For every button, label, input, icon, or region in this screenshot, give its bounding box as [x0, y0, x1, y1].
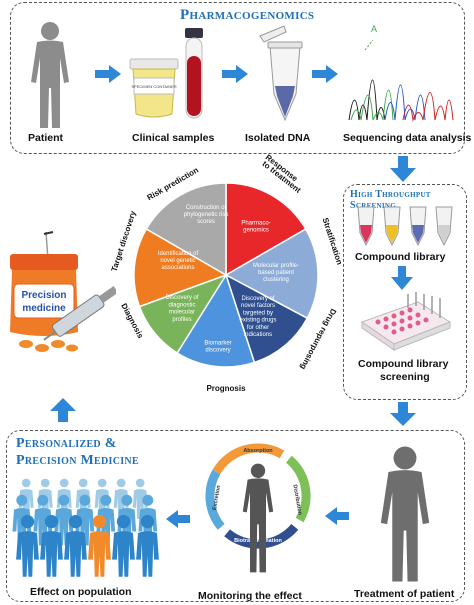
- treated-patient-silhouette: [380, 446, 430, 582]
- personalized-title-line1: Personalized &: [16, 436, 117, 451]
- adme-arc: [212, 443, 285, 475]
- population-crowd-image: [12, 478, 159, 577]
- effect-on-population-label: Effect on population: [30, 586, 132, 598]
- wheel-sector-text: phylogenetic risk: [184, 212, 230, 218]
- arrow-left-icon: [325, 507, 349, 525]
- step-sequencing: Sequencing data analysis: [343, 132, 472, 144]
- wheel-sector-text: genomics: [243, 228, 269, 234]
- person-figure: [136, 514, 159, 577]
- step-clinical-samples: Clinical samples: [132, 132, 215, 144]
- precision-medicine-image: Precision medicine: [10, 231, 116, 352]
- person-figure: [54, 494, 74, 546]
- wheel-sector-text: Discovery of: [241, 296, 274, 302]
- precision-label-line1: Precision: [21, 290, 66, 301]
- monitored-person: [242, 463, 274, 573]
- compound-tubes-image: [357, 206, 453, 247]
- wheel-sector-text: Molecular profile-: [253, 263, 299, 269]
- pharmacogenomics-box: [10, 2, 465, 154]
- wheel-sector-text: clustering: [263, 277, 289, 283]
- wheel-sector-text: Identification of: [158, 251, 199, 257]
- clinical-samples-image: SPECIMEN CONTAINER: [129, 28, 203, 119]
- personalized-title-line2: Precision Medicine: [16, 453, 139, 468]
- wheel-sector-text: novel genetic: [160, 258, 195, 264]
- arrow-right-icon: [222, 65, 248, 83]
- precision-label-line2: medicine: [22, 303, 66, 314]
- adme-label: Distribution: [291, 484, 302, 516]
- wheel-sector-text: Pharmaco-: [241, 220, 270, 226]
- wheel-sector-text: scores: [197, 219, 215, 225]
- seq-letter: A: [371, 24, 377, 34]
- dna-tube-image: [259, 25, 303, 122]
- wheel-sector-text: Discovery of: [165, 295, 198, 301]
- wheel-sector-repurposing: [224, 273, 309, 364]
- label-stratification: Stratification: [321, 217, 345, 266]
- adme-arc: [285, 455, 311, 523]
- hts-box: [343, 184, 467, 400]
- wheel-sector-biomarker: [176, 273, 256, 368]
- wheel-sector-genetic: [133, 227, 228, 308]
- adme-arc: [205, 469, 225, 530]
- wheel-sector-text: associations: [161, 265, 194, 271]
- well-plate-image: [360, 292, 452, 351]
- wheel-sector-pharmacogenomics: [225, 182, 307, 277]
- person-figure: [12, 494, 32, 546]
- wheel-sector-text: discovery: [205, 348, 230, 354]
- wheel-sector-text: molecular: [169, 310, 195, 316]
- monitoring-label: Monitoring the effect: [198, 590, 302, 602]
- treatment-label: Treatment of patient: [354, 588, 455, 600]
- wheel-sector-phylogenetic: [145, 182, 227, 277]
- wheel-sector-text: Biomarker: [204, 340, 231, 346]
- wheel-sector-text: novel factors: [241, 303, 275, 309]
- personalized-box: [6, 430, 465, 602]
- adme-label: Excretion: [212, 484, 222, 510]
- wheel-sector-text: indications: [244, 332, 272, 338]
- step-patient: Patient: [28, 132, 64, 144]
- person-figure: [64, 514, 87, 577]
- chromatogram-image: A: [348, 24, 454, 122]
- pharmacogenomics-title: Pharmacogenomics: [180, 7, 315, 23]
- wheel-sector-text: based patient: [258, 270, 294, 276]
- arrow-right-icon: [312, 65, 338, 83]
- arrow-down-icon: [390, 402, 416, 426]
- compound-library-screening-label-line2: screening: [380, 371, 430, 383]
- arrow-down-icon: [391, 266, 413, 290]
- wheel-sector-clustering: [224, 227, 319, 320]
- arrow-up-icon: [50, 398, 76, 422]
- arrow-down-icon: [390, 156, 416, 182]
- compound-library-label: Compound library: [355, 251, 446, 263]
- label-prognosis: Prognosis: [206, 384, 246, 393]
- person-figure: [40, 514, 63, 577]
- arrow-left-icon: [166, 510, 190, 528]
- adme-label: Absorption: [243, 448, 273, 454]
- wheel-sector-text: Construction of: [186, 205, 227, 211]
- step-isolated-dna: Isolated DNA: [245, 132, 311, 144]
- patient-silhouette: [31, 22, 69, 128]
- person-figure: [112, 514, 135, 577]
- wheel-sector-text: existing drugs: [239, 318, 276, 324]
- wheel-sector-text: diagnostic: [168, 302, 195, 308]
- hts-title: High Throughput Screening: [350, 189, 431, 211]
- wheel-sector-text: targeted by: [243, 310, 273, 316]
- arrow-right-icon: [95, 65, 121, 83]
- label-target-discovery: Target discovery: [110, 209, 138, 273]
- person-figure: [16, 514, 39, 577]
- wheel-sector-text: profiles: [172, 317, 191, 323]
- compound-library-screening-label-line1: Compound library: [358, 358, 449, 370]
- person-figure: [88, 514, 111, 577]
- wheel-sector-text: for other: [247, 325, 269, 331]
- container-label: SPECIMEN CONTAINER: [131, 84, 176, 89]
- adme-label: Biotransformation: [234, 538, 282, 544]
